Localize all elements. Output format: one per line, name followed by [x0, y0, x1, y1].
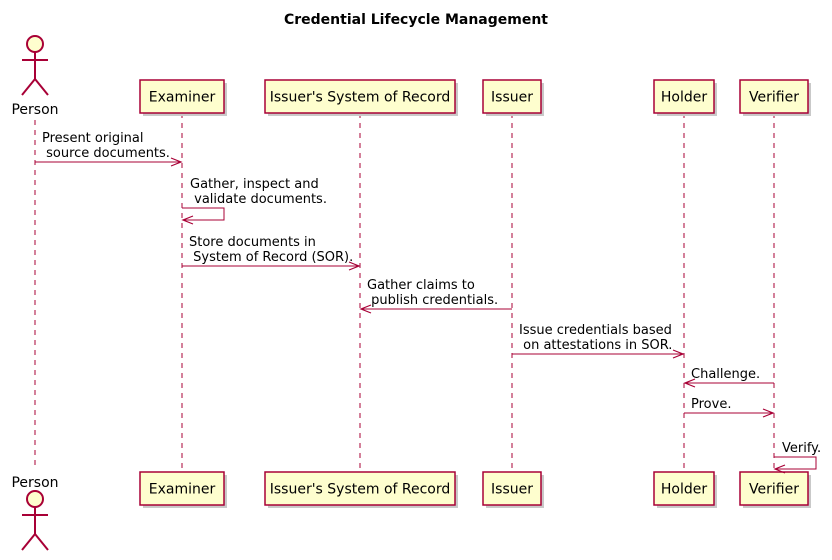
diagram-title: Credential Lifecycle Management: [284, 12, 548, 28]
participant-box-verifier-top: [739, 79, 809, 114]
participant-box-issuer-top: [482, 79, 542, 114]
message-text-line: System of Record (SOR).: [189, 250, 353, 265]
participant-box-issuer-s-system-of-record-top: [264, 79, 456, 114]
participant-box-holder-top: [653, 79, 715, 114]
message-text-line: publish credentials.: [367, 293, 498, 308]
participant-box-examiner-bottom: [139, 471, 225, 506]
lifelines: [34, 113, 775, 472]
message-text-line: source documents.: [42, 146, 170, 161]
message-7: Prove.: [684, 397, 775, 418]
actor-icon-bottom: [21, 490, 49, 551]
participant-box-examiner-top: [139, 79, 225, 114]
message-text-line: Gather claims to: [367, 278, 475, 293]
participant-label-top: Issuer: [491, 90, 533, 106]
message-text-line: validate documents.: [190, 192, 327, 207]
participant-label-top: Issuer's System of Record: [270, 90, 451, 106]
arrowhead: [359, 304, 372, 314]
participant-box-verifier-bottom: [739, 471, 809, 506]
participant-label-top: Examiner: [149, 90, 216, 106]
message-1: Present original source documents.: [35, 131, 183, 167]
actor-right-leg: [34, 533, 49, 551]
messages: Present original source documents. Gather…: [35, 131, 821, 474]
actor-right-leg: [34, 78, 49, 96]
message-text-line: Store documents in: [189, 235, 316, 250]
participant-box-issuer-s-system-of-record-bottom: [264, 471, 456, 506]
participant-label-top: Holder: [661, 90, 707, 106]
message-3: Store documents in System of Record (SOR…: [182, 235, 361, 271]
actor-left-leg: [21, 533, 36, 551]
actor-head: [26, 35, 44, 53]
message-2: Gather, inspect and validate documents.: [181, 177, 327, 225]
arrowhead: [762, 408, 775, 418]
participant-label-top: Verifier: [749, 90, 799, 106]
participant-label-bottom: Holder: [661, 482, 707, 498]
message-text-line: Verify.: [782, 441, 821, 456]
arrowhead: [181, 215, 194, 225]
participant-label-top: Person: [11, 102, 58, 118]
arrowhead: [683, 378, 696, 388]
message-6: Challenge.: [683, 367, 774, 388]
participant-label-bottom: Examiner: [149, 482, 216, 498]
message-text-line: Present original: [42, 131, 144, 146]
participant-label-bottom: Person: [11, 475, 58, 491]
participant-box-holder-bottom: [653, 471, 715, 506]
arrowhead: [773, 464, 786, 474]
participant-label-bottom: Issuer's System of Record: [270, 482, 451, 498]
arrowhead: [348, 261, 361, 271]
participant-label-bottom: Verifier: [749, 482, 799, 498]
actor-left-leg: [21, 78, 36, 96]
participant-label-bottom: Issuer: [491, 482, 533, 498]
message-8: Verify.: [773, 441, 821, 474]
message-arrow: [182, 207, 225, 221]
participant-box-issuer-bottom: [482, 471, 542, 506]
message-arrow: [774, 456, 817, 470]
message-text-line: Challenge.: [691, 367, 760, 382]
message-text-line: on attestations in SOR.: [519, 338, 672, 353]
message-5: Issue credentials based on attestations …: [512, 323, 685, 359]
arrowhead: [170, 157, 183, 167]
actor-icon-top: [21, 35, 49, 96]
actor-head: [26, 490, 44, 508]
message-text-line: Issue credentials based: [519, 323, 672, 338]
message-4: Gather claims to publish credentials.: [359, 278, 512, 314]
message-text-line: Gather, inspect and: [190, 177, 319, 192]
arrowhead: [672, 349, 685, 359]
message-text-line: Prove.: [691, 397, 731, 412]
